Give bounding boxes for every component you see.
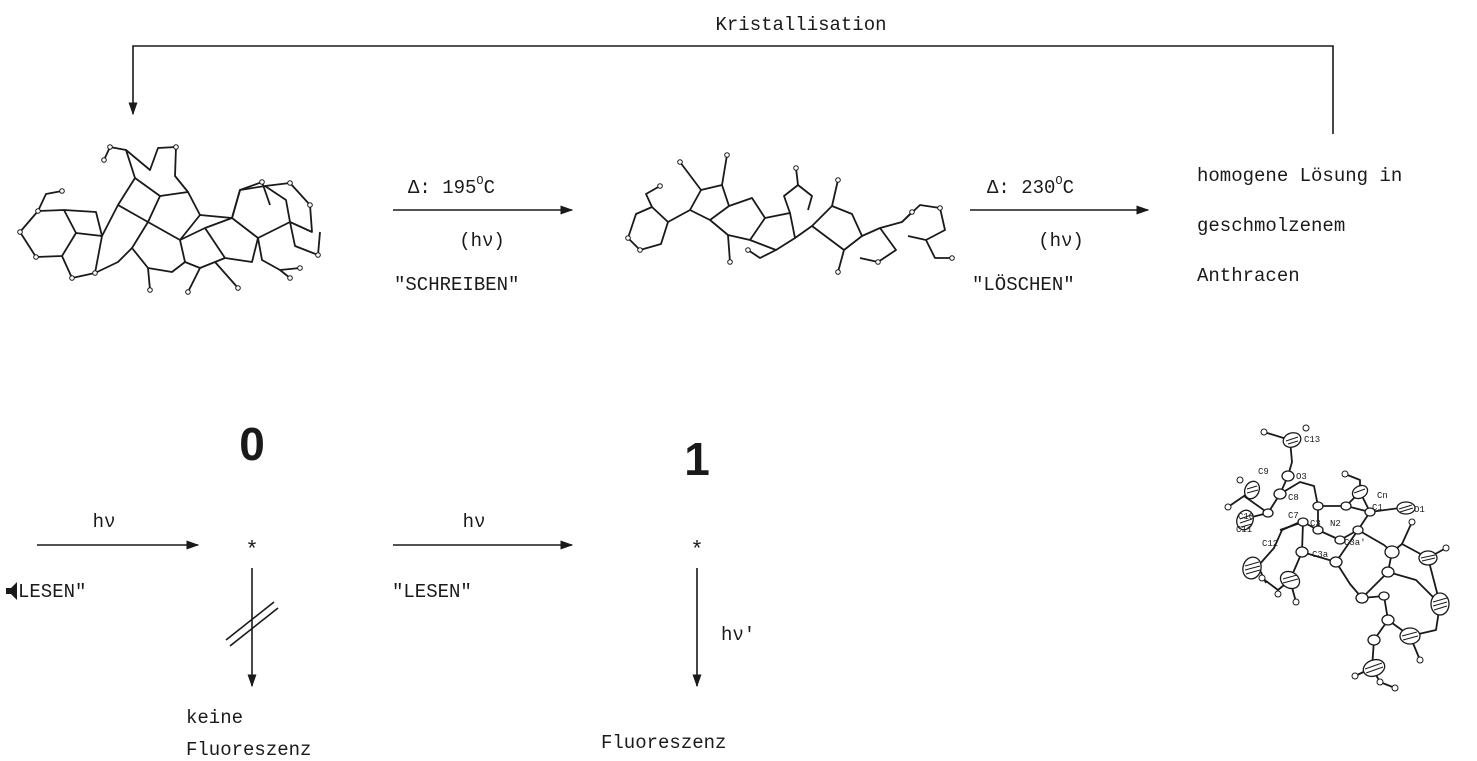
write-temperature: Δ: 195 <box>408 177 476 199</box>
dimer-molecule-icon <box>17 144 321 295</box>
erase-photo-condition: (hν) <box>1038 230 1084 252</box>
excite-label-zero: hν <box>93 511 116 533</box>
write-condition: Δ: 195OC <box>408 174 495 199</box>
atom-label-o3: O3 <box>1296 472 1307 482</box>
read-label-zero: LESEN" <box>18 581 86 603</box>
atom-label-c9: C9 <box>1258 467 1269 477</box>
erase-degree-symbol: O <box>1055 174 1062 188</box>
write-photo-condition: (hν) <box>459 230 505 252</box>
atom-label-c10: C10 <box>1238 512 1254 522</box>
write-label: "SCHREIBEN" <box>394 274 519 296</box>
emission-label: hν' <box>721 624 755 646</box>
atom-label-cn: Cn <box>1377 491 1388 501</box>
crystallisation-label: Kristallisation <box>715 14 886 36</box>
write-step: Δ: 195OC (hν) "SCHREIBEN" <box>393 174 574 296</box>
blocked-slash-2 <box>229 607 279 647</box>
ortep-crystal-structure-icon: C13 C9 O3 C8 Cn C10 N2 C1 C7 C3 C11 O1 C… <box>1224 424 1450 692</box>
atom-label-n2: N2 <box>1330 519 1341 529</box>
atom-label-c3a: C3a <box>1312 550 1329 560</box>
speaker-icon <box>6 582 17 600</box>
state-one: hν "LESEN" 1 * hν' Fluoreszenz <box>392 433 755 754</box>
write-degree-symbol: O <box>476 174 483 188</box>
atom-label-c11: C11 <box>1236 525 1252 535</box>
fluorescence-label: Fluoreszenz <box>601 732 726 754</box>
atom-label-o1: O1 <box>1414 505 1425 515</box>
atom-label-c3: C3 <box>1310 519 1321 529</box>
atom-label-c3a-prime: C3a' <box>1344 538 1366 548</box>
no-fluorescence-line-2: Fluoreszenz <box>186 739 311 761</box>
bit-zero: 0 <box>239 418 265 470</box>
erase-label: "LÖSCHEN" <box>972 274 1075 296</box>
atom-label-c7: C7 <box>1288 511 1299 521</box>
melt-line-3: Anthracen <box>1197 265 1300 287</box>
state-zero: LESEN" hν 0 * keine Fluoreszenz <box>6 418 311 761</box>
melt-line-2: geschmolzenem <box>1197 215 1345 237</box>
erase-condition: Δ: 230OC <box>987 174 1074 199</box>
excited-star-one: * <box>690 538 703 563</box>
crystallisation-loop: Kristallisation <box>128 14 1334 134</box>
read-label-one: "LESEN" <box>392 581 472 603</box>
write-unit: C <box>484 177 495 199</box>
erase-temperature: Δ: 230 <box>987 177 1055 199</box>
monomer-pair-molecule-icon <box>625 152 955 275</box>
atom-label-c8: C8 <box>1288 493 1299 503</box>
excited-star-zero: * <box>245 538 258 563</box>
erase-unit: C <box>1063 177 1074 199</box>
melt-line-1: homogene Lösung in <box>1197 165 1402 187</box>
blocked-slash-1 <box>225 601 275 641</box>
atom-label-c1: C1 <box>1372 503 1383 513</box>
no-fluorescence-line-1: keine <box>186 707 243 729</box>
erase-step: Δ: 230OC (hν) "LÖSCHEN" <box>970 174 1150 296</box>
bit-one: 1 <box>684 433 710 485</box>
crystallisation-loop-arrow <box>128 45 1334 134</box>
excite-label-one: hν <box>463 511 486 533</box>
melt-state: homogene Lösung in geschmolzenem Anthrac… <box>1197 165 1402 287</box>
atom-label-c12: C12 <box>1262 539 1278 549</box>
atom-label-c13: C13 <box>1304 435 1320 445</box>
